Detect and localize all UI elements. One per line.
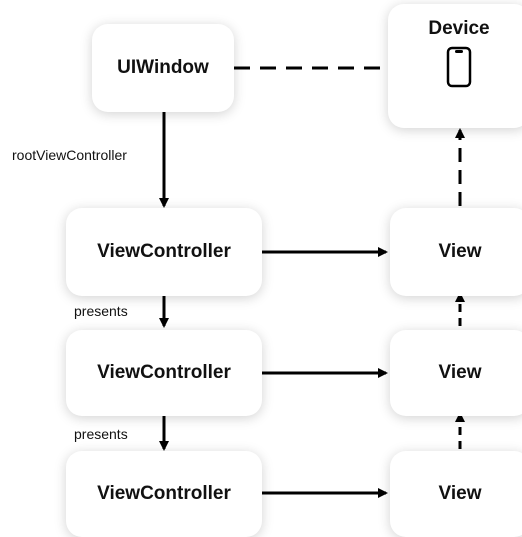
viewcontroller-node-3: ViewController [66, 451, 262, 537]
viewcontroller-node-2: ViewController [66, 330, 262, 416]
smartphone-icon [446, 46, 472, 88]
device-title: Device [428, 18, 490, 39]
viewcontroller-label-3: ViewController [97, 483, 231, 504]
view-label-2: View [438, 362, 482, 383]
root-view-controller-label: rootViewController [12, 147, 127, 163]
viewcontroller-node-1: ViewController [66, 208, 262, 296]
viewcontroller-label-1: ViewController [97, 241, 231, 262]
view-label-1: View [438, 241, 482, 262]
device-node: Device [388, 4, 522, 128]
presents-label-2: presents [74, 426, 128, 442]
uiwindow-label: UIWindow [117, 57, 209, 78]
presents-label-1: presents [74, 303, 128, 319]
view-node-2: View [390, 330, 522, 416]
view-node-3: View [390, 451, 522, 537]
view-node-1: View [390, 208, 522, 296]
viewcontroller-label-2: ViewController [97, 362, 231, 383]
view-label-3: View [438, 483, 482, 504]
uiwindow-node: UIWindow [92, 24, 234, 112]
